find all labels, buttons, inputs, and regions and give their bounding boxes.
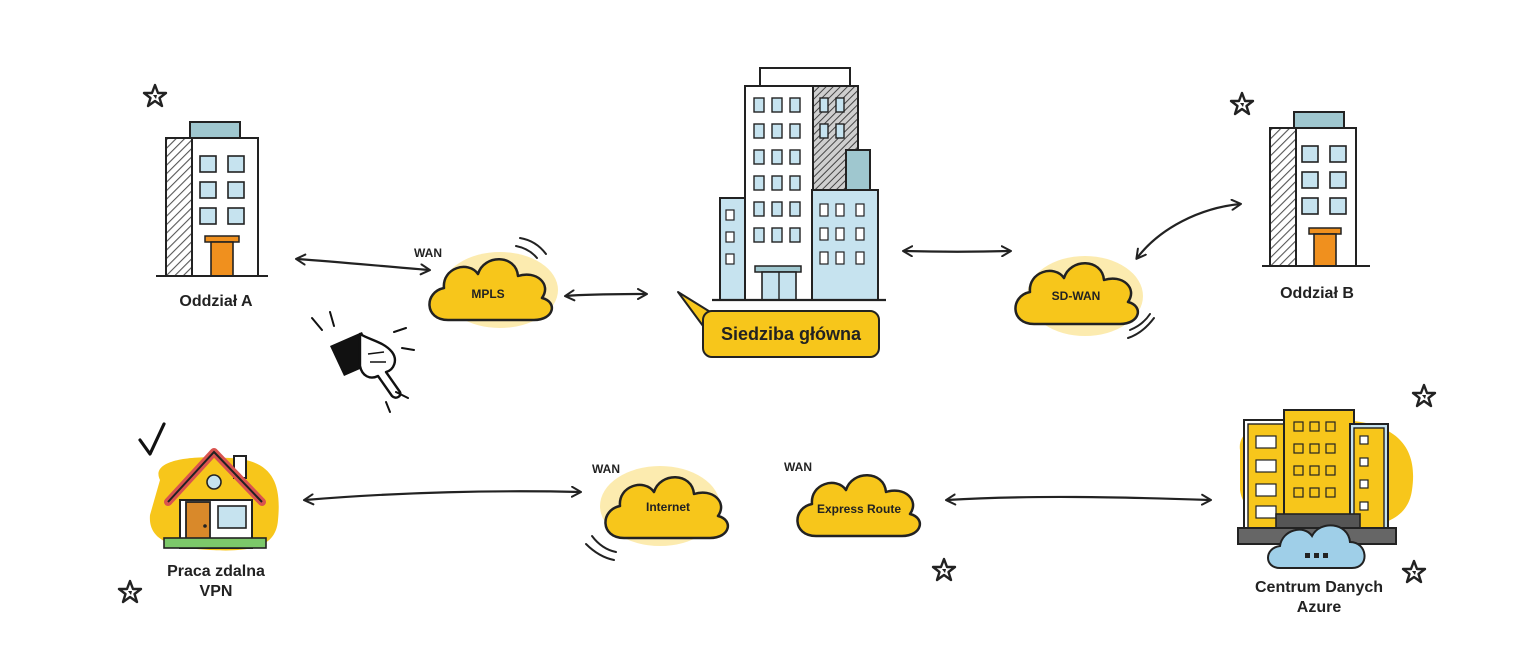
sdwan-cloud-label: SD-WAN — [1051, 289, 1101, 303]
remote-work-label-line1: Praca zdalna — [167, 563, 265, 580]
office-building-icon — [156, 121, 268, 277]
mpls-cloud-label: MPLS — [471, 287, 505, 301]
house-icon — [163, 448, 267, 549]
express-route-cloud-label: Express Route — [816, 502, 902, 516]
star-icon — [931, 557, 957, 582]
star-icon — [117, 579, 143, 604]
pointing-hand-icon — [311, 311, 415, 413]
branch-a-label: Oddział A — [179, 293, 253, 310]
internet-cloud-label: Internet — [645, 500, 691, 514]
wan-tag-mpls: WAN — [414, 246, 442, 260]
checkmark-icon — [138, 422, 166, 456]
datacenter-icon — [1237, 409, 1397, 569]
datacenter-label-line2: Azure — [1296, 599, 1342, 616]
star-icon — [1229, 91, 1255, 116]
star-icon — [1401, 559, 1427, 584]
remote-work-label: Praca zdalna VPN — [167, 562, 265, 602]
motion-lines — [515, 237, 1155, 561]
star-icon — [1411, 383, 1437, 408]
branch-b-label: Oddział B — [1280, 285, 1354, 302]
remote-work-label-line2: VPN — [199, 583, 233, 600]
connection-arrows — [295, 198, 1242, 506]
office-building-icon — [1262, 111, 1370, 267]
datacenter-label-line1: Centrum Danych — [1254, 579, 1384, 596]
office-building-icon — [712, 67, 886, 302]
wan-tag-express-route: WAN — [784, 460, 812, 474]
wan-tag-internet: WAN — [592, 462, 620, 476]
headquarters-label: Siedziba główna — [702, 310, 880, 358]
star-icon — [142, 83, 168, 108]
datacenter-label: Centrum Danych Azure — [1255, 578, 1383, 618]
